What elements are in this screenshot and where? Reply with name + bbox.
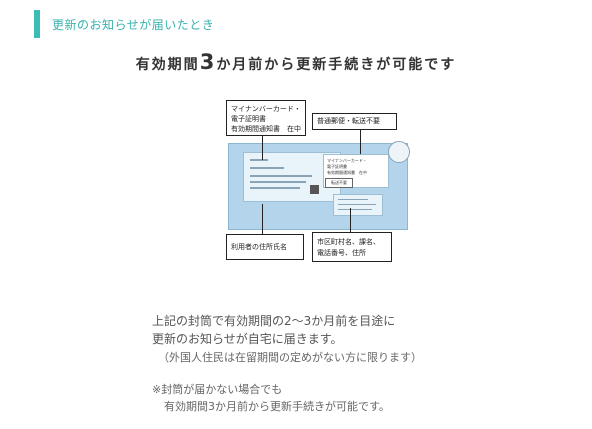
callout-sender: 市区町村名、課名、 電話番号、住所 [312,232,392,262]
headline-suffix: か月前から更新手続きが可能です [216,57,457,73]
envelope-text-line [250,167,284,169]
envelope-text-line [338,199,368,200]
leader-line [360,129,361,154]
callout-recipient: 利用者の住所氏名 [226,234,304,260]
envelope-sender-window [333,194,383,216]
body-line-1: 上記の封筒で有効期間の2〜3か月前を目途に [152,314,396,328]
qr-code-icon [310,185,319,194]
envelope-text-line [338,209,372,210]
envelope-text-line [250,181,306,183]
headline-number: 3 [199,50,217,74]
envelope-text-line [250,187,300,189]
envelope-tag: 転送不要 [325,178,353,188]
leader-line [350,208,351,234]
postage-stamp-icon [388,141,410,163]
callout-line: 有効期間通知書 在中 [231,125,301,133]
body-line-3: （外国人住民は在留期間の定めがない方に限ります） [158,351,422,364]
headline: 有効期間3か月前から更新手続きが可能です [0,50,592,74]
leader-line [262,134,263,160]
envelope-card-label: マイナンバーカード・ 電子証明書 有効期間通知書 在中 [323,154,389,188]
envelope-illustration: マイナンバーカード・ 電子証明書 有効期間通知書 在中 転送不要 [228,141,410,230]
callout-line: マイナンバーカード・ [231,105,301,113]
callout-line: 電話番号、住所 [317,249,366,257]
section-title: 更新のお知らせが届いたとき [52,18,215,32]
envelope-text-line [250,159,268,161]
envelope-text-line [338,204,376,205]
envelope-card-line: 電子証明書 [327,164,347,169]
callout-line: 利用者の住所氏名 [231,243,287,251]
envelope-text-line [250,175,312,177]
leader-line [262,204,263,236]
envelope-card-line: 有効期間通知書 在中 [327,170,367,175]
callout-card-docs: マイナンバーカード・ 電子証明書 有効期間通知書 在中 [226,100,306,136]
headline-prefix: 有効期間 [135,57,200,73]
envelope-card-line: マイナンバーカード・ [327,158,367,163]
callout-line: 市区町村名、課名、 [317,238,380,246]
note-line-2: 有効期間3か月前から更新手続きが可能です。 [164,400,390,413]
callout-line: 普通郵便・転送不要 [317,117,380,125]
section-accent-bar [34,10,40,38]
body-line-2: 更新のお知らせが自宅に届きます。 [152,332,343,346]
callout-mail-type: 普通郵便・転送不要 [312,113,397,130]
callout-line: 電子証明書 [231,115,266,123]
note-line-1: ※封筒が届かない場合でも [152,383,283,396]
